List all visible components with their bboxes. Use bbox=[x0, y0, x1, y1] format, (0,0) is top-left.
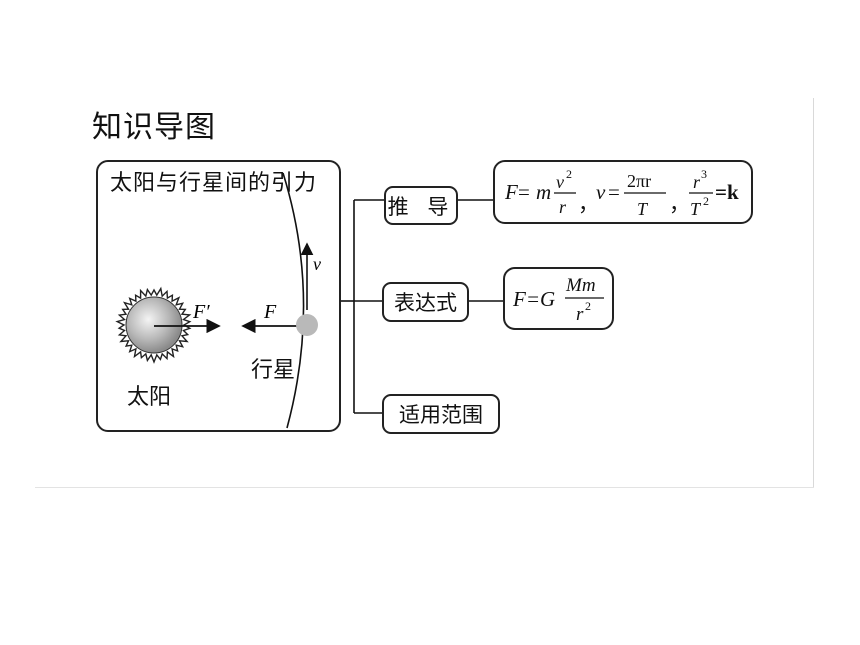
velocity-label: v bbox=[313, 254, 321, 274]
svg-text:=: = bbox=[608, 180, 620, 204]
svg-text:3: 3 bbox=[701, 167, 707, 181]
page-title: 知识导图 bbox=[92, 110, 216, 145]
scope-node: 适用范围 bbox=[382, 394, 500, 434]
svg-text:2: 2 bbox=[566, 167, 572, 181]
force-label-on-sun: F′ bbox=[192, 301, 210, 323]
svg-text:r: r bbox=[693, 172, 701, 192]
svg-text:，: ， bbox=[578, 192, 599, 216]
planet-label: 行星 bbox=[251, 358, 296, 383]
sun-icon bbox=[115, 286, 192, 364]
svg-text:v: v bbox=[596, 180, 606, 204]
derive-node: 推 导 bbox=[384, 186, 458, 225]
panel-title: 太阳与行星间的引力 bbox=[110, 171, 318, 196]
connector-lines bbox=[341, 199, 503, 414]
svg-text:m: m bbox=[536, 180, 551, 204]
svg-text:F: F bbox=[504, 180, 518, 204]
svg-text:，: ， bbox=[669, 192, 690, 216]
svg-text:T: T bbox=[637, 199, 649, 219]
svg-text:F=G: F=G bbox=[512, 287, 555, 311]
svg-text:Mm: Mm bbox=[565, 275, 596, 296]
expression-node: 表达式 bbox=[382, 282, 469, 322]
frame-bottom-edge bbox=[35, 487, 814, 488]
svg-text:2: 2 bbox=[703, 194, 709, 208]
planet-icon bbox=[296, 314, 318, 336]
svg-text:2πr: 2πr bbox=[627, 171, 651, 191]
svg-text:2: 2 bbox=[585, 299, 591, 313]
svg-text:T: T bbox=[690, 199, 702, 219]
svg-text:v: v bbox=[556, 172, 564, 192]
svg-text:=: = bbox=[518, 180, 530, 204]
derivation-formula-box bbox=[493, 160, 753, 224]
svg-text:r: r bbox=[559, 197, 567, 217]
svg-text:=k: =k bbox=[715, 180, 739, 204]
force-label-on-planet: F bbox=[263, 301, 277, 323]
svg-text:r: r bbox=[576, 304, 584, 325]
frame-right-edge bbox=[813, 98, 814, 488]
sun-label: 太阳 bbox=[127, 385, 172, 410]
orbit-arc bbox=[282, 172, 305, 429]
